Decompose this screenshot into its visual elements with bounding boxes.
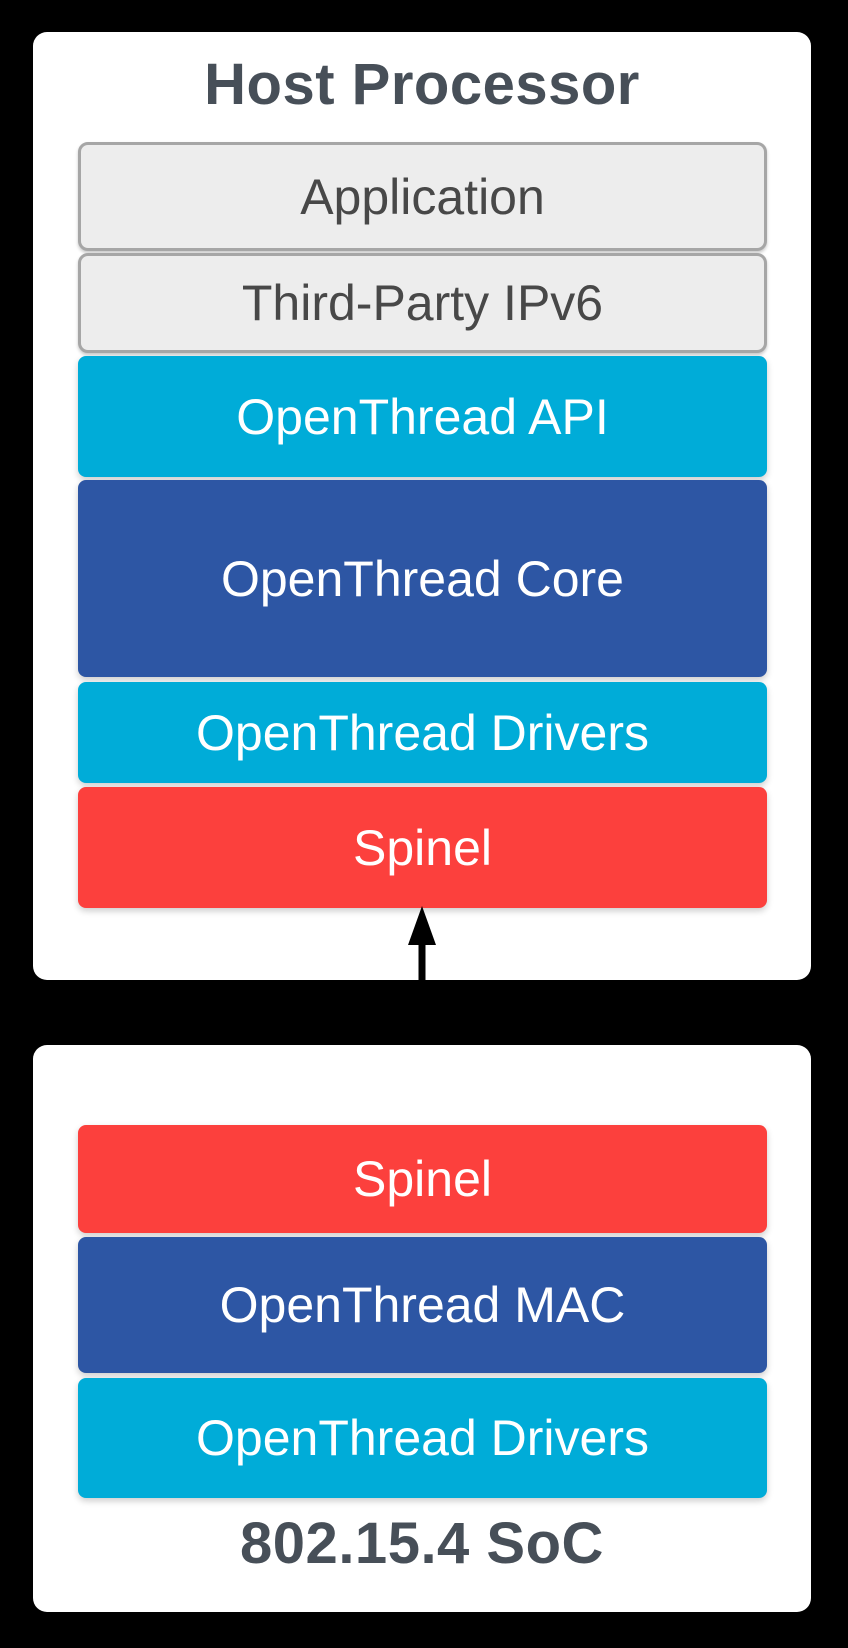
arrow-shaft (418, 940, 426, 1088)
layer-third-party-ipv6: Third-Party IPv6 (78, 253, 767, 353)
layer-openthread-api: OpenThread API (78, 356, 767, 477)
layer-label: Application (300, 168, 545, 225)
layer-label: OpenThread Core (220, 550, 624, 607)
layer-spinel-soc: Spinel (78, 1125, 767, 1233)
layer-spinel-host: Spinel (78, 787, 767, 908)
layer-openthread-mac: OpenThread MAC (78, 1237, 767, 1373)
soc-title: 802.15.4 SoC (240, 1511, 604, 1576)
layer-label: OpenThread API (236, 388, 609, 445)
layer-label: Spinel (353, 1151, 492, 1207)
host-processor-title: Host Processor (204, 52, 640, 117)
host-processor-panel: Host Processor Application Third-Party I… (33, 32, 811, 980)
soc-panel: Spinel OpenThread MAC OpenThread Drivers… (33, 1045, 811, 1612)
layer-openthread-core: OpenThread Core (78, 480, 767, 677)
layer-label: OpenThread MAC (219, 1277, 626, 1333)
layer-application: Application (78, 142, 767, 251)
layer-label: OpenThread Drivers (196, 1410, 649, 1466)
layer-label: Spinel (353, 819, 492, 876)
layer-label: Third-Party IPv6 (241, 275, 604, 331)
layer-label: OpenThread Drivers (196, 704, 649, 761)
layer-openthread-drivers-soc: OpenThread Drivers (78, 1378, 767, 1498)
up-arrowhead (408, 906, 436, 945)
layer-openthread-drivers-host: OpenThread Drivers (78, 682, 767, 783)
